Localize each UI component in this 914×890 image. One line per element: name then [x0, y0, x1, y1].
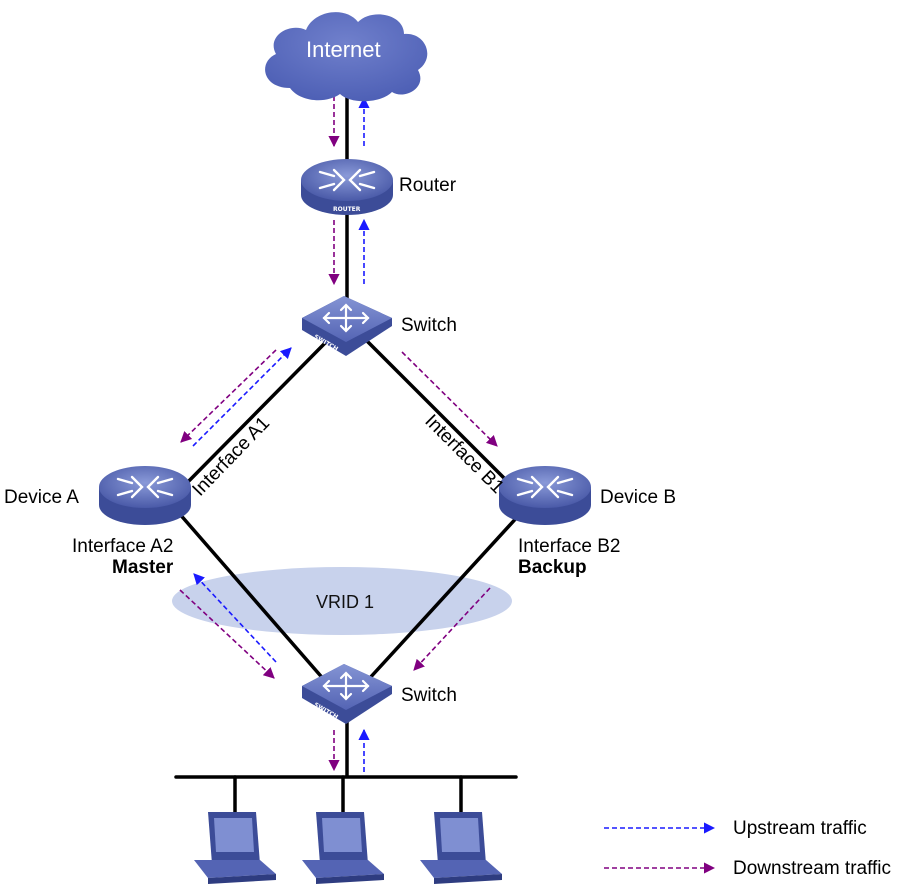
upstream-arrow	[192, 347, 292, 447]
router-badge: ROUTER	[333, 206, 361, 213]
device-b-role: Backup	[518, 557, 587, 578]
device-a-interface-up: Interface A1	[188, 413, 274, 501]
switch-bottom-label: Switch	[401, 685, 457, 706]
internet-label: Internet	[306, 37, 381, 62]
switch-top-icon: SWITCH	[302, 296, 392, 356]
device-a-role: Master	[112, 557, 174, 578]
device-a-interface-down: Interface A2	[72, 536, 173, 557]
device-b-icon	[499, 466, 591, 525]
device-a-label: Device A	[4, 487, 79, 508]
vrid-label: VRID 1	[316, 592, 374, 612]
link-device-a-switch	[176, 510, 328, 684]
downstream-arrow	[179, 589, 275, 679]
host-pc-icon	[194, 812, 276, 884]
device-a-icon	[99, 466, 191, 525]
upstream-arrow	[193, 573, 277, 663]
router-icon: ROUTER	[301, 159, 393, 215]
downstream-arrow	[413, 587, 491, 671]
downstream-arrow	[180, 349, 277, 443]
legend-upstream-label: Upstream traffic	[733, 818, 867, 839]
legend: Upstream traffic Downstream traffic	[604, 818, 891, 879]
traffic-arrows	[179, 96, 498, 772]
switch-bottom-icon: SWITCH	[302, 664, 392, 724]
host-pc-icon	[420, 812, 502, 884]
host-pc-icon	[302, 812, 384, 884]
legend-downstream-label: Downstream traffic	[733, 858, 891, 879]
device-b-label: Device B	[600, 487, 676, 508]
downstream-arrow	[401, 351, 498, 447]
switch-top-label: Switch	[401, 315, 457, 336]
device-b-interface-down: Interface B2	[518, 536, 620, 557]
device-b-interface-up: Interface B1	[420, 411, 507, 498]
link-switch-device-b	[364, 338, 516, 490]
router-label: Router	[399, 175, 457, 196]
internet-cloud-icon: Internet	[265, 12, 428, 102]
links	[174, 93, 522, 814]
link-switch-device-a	[176, 338, 330, 494]
link-device-b-switch	[366, 512, 522, 682]
